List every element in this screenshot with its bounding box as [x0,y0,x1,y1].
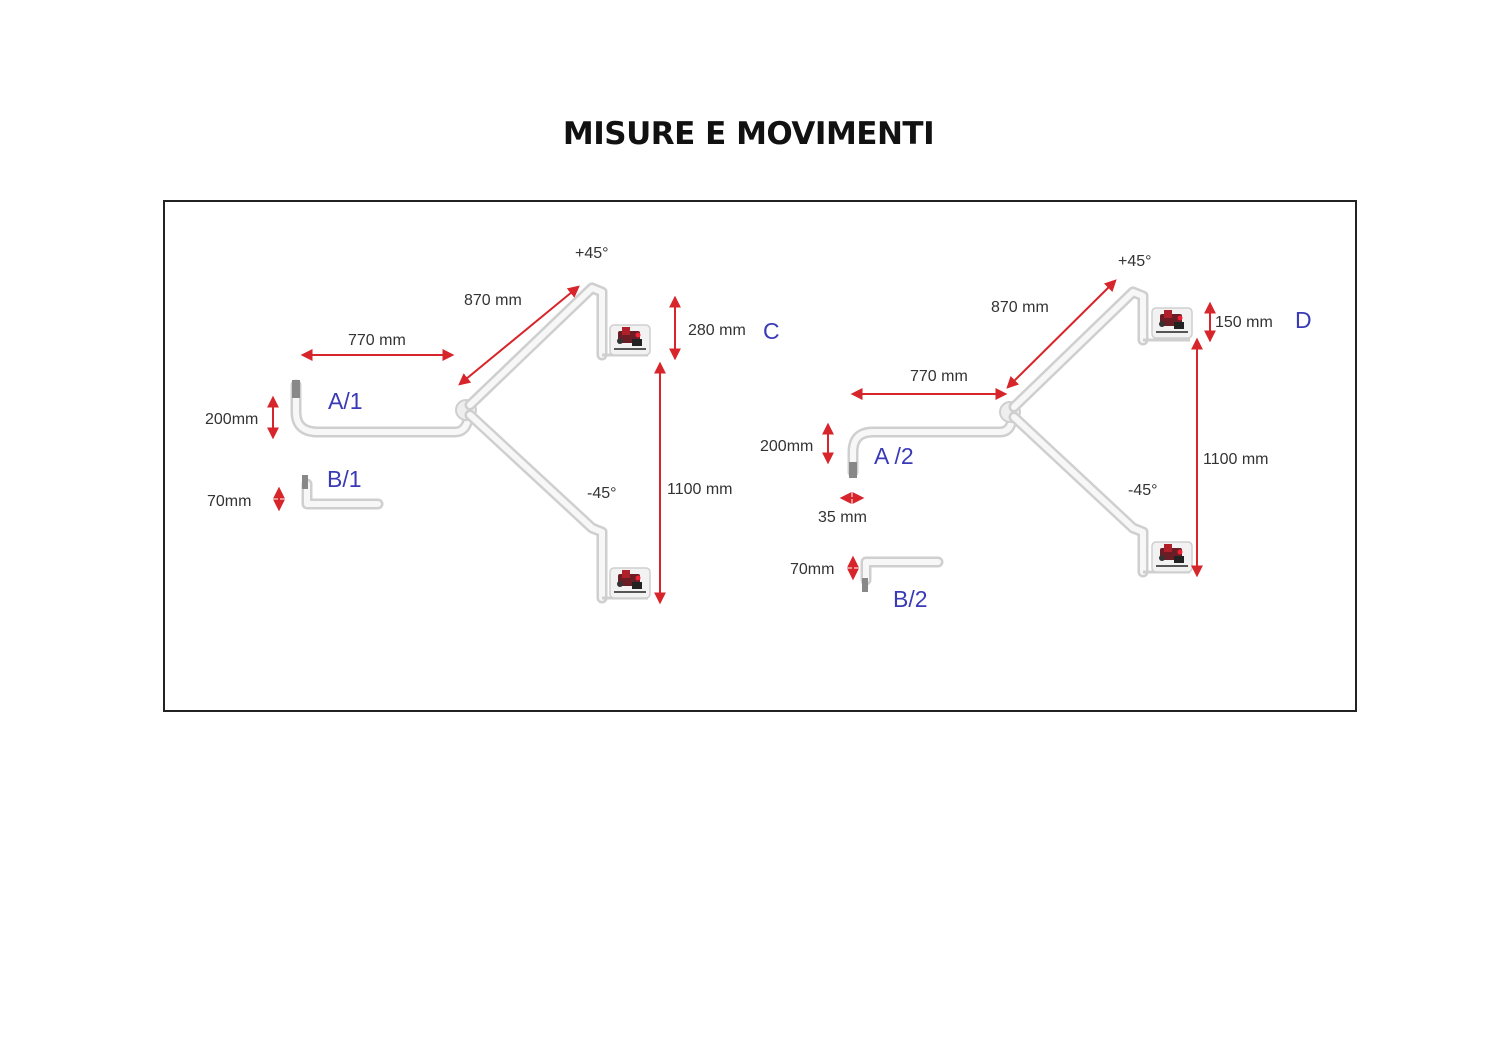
a-height-label: 200mm [760,438,813,455]
drop-length-label: 280 mm [688,322,746,339]
dimension-arrow [1006,279,1117,389]
page-title: MISURE E MOVIMENTI [562,116,935,152]
right-configuration: +45° 870 mm 770 mm 150 mm D -45° 1100 mm… [760,253,1312,612]
lamp-head-icon [609,567,651,599]
arm-horizontal-length-label: 770 mm [348,332,406,349]
arm-a2-label: A /2 [874,443,914,469]
lamp-head-icon [1151,307,1193,339]
arm-b2-label: B/2 [893,586,928,612]
arm-a2-shape [847,414,1018,478]
b-height-label: 70mm [207,493,251,510]
arm-horizontal-length-label: 770 mm [910,368,968,385]
angle-down-label: -45° [1128,482,1158,499]
arm-diagonal-length-label: 870 mm [464,292,522,309]
arm-a1-label: A/1 [328,388,363,414]
arm-b2-shape [860,556,944,592]
drop-config-label: D [1295,307,1312,333]
a-height-label: 200mm [205,411,258,428]
a-offset-label: 35 mm [818,509,867,526]
drop-config-label: C [763,318,780,344]
vertical-travel-label: 1100 mm [667,481,733,498]
lamp-head-icon [1151,541,1193,573]
vertical-travel-label: 1100 mm [1203,451,1269,468]
dimension-arrow [458,285,580,386]
arm-b1-shape [301,475,384,510]
arm-diagonal-length-label: 870 mm [991,299,1049,316]
arm-b1-label: B/1 [327,466,362,492]
angle-up-label: +45° [1118,253,1152,270]
b-height-label: 70mm [790,561,834,578]
angle-down-label: -45° [587,485,617,502]
left-configuration: +45° 870 mm 770 mm 280 mm C -45° 1100 mm… [205,245,780,605]
drop-length-label: 150 mm [1215,314,1273,331]
lamp-head-icon [609,324,651,356]
arm-a1-shape [290,379,474,438]
diagram-frame [163,200,1357,712]
angle-up-label: +45° [575,245,609,262]
